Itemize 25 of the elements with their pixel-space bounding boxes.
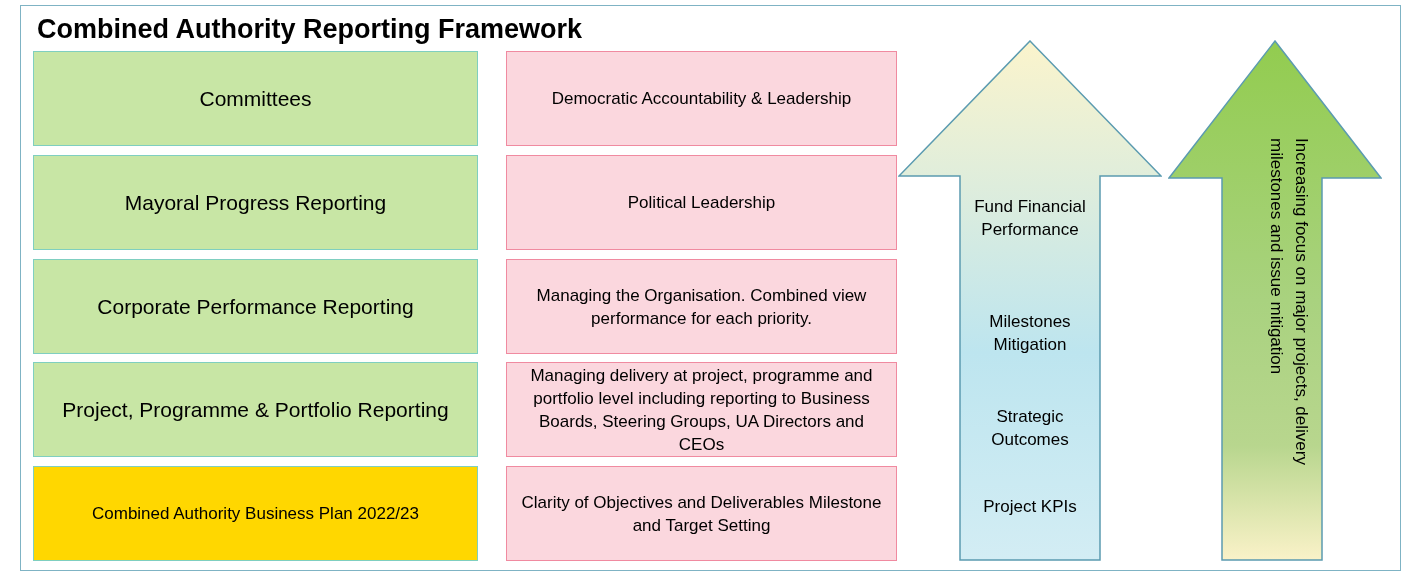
description-box xyxy=(506,155,897,250)
title: Combined Authority Reporting Framework xyxy=(37,13,583,46)
box-text: Project, Programme & Portfolio Reporting xyxy=(62,398,449,421)
box-text: Mayoral Progress Reporting xyxy=(124,191,387,214)
reporting-box xyxy=(33,466,478,561)
reporting-box xyxy=(33,51,478,146)
box-text: Political Leadership xyxy=(627,192,776,214)
box-text: Managing the Organisation. Combined view performance for each priority. xyxy=(535,284,868,330)
reporting-box xyxy=(33,362,478,457)
reporting-box xyxy=(33,155,478,250)
box-text: Clarity of Objectives and Deliverables Milestone and Target Setting xyxy=(520,491,883,537)
box-text: Committees xyxy=(199,87,312,110)
arrow-text: Fund Financial Performance xyxy=(973,196,1087,241)
box-text: Managing delivery at project, programme and portfolio level including reporting to Business Boards, Steering Groups, UA Directors and CEOs xyxy=(529,364,874,456)
arrow-text: Increasing focus on major projects, delivery milestones and issue mitigation xyxy=(1266,138,1312,467)
arrow-text: Strategic Outcomes xyxy=(990,406,1070,451)
description-box xyxy=(506,51,897,146)
arrow-text: Project KPIs xyxy=(982,496,1078,518)
arrow-text: Milestones Mitigation xyxy=(988,311,1072,356)
box-text: Democratic Accountability & Leadership xyxy=(551,88,852,110)
box-text: Corporate Performance Reporting xyxy=(97,295,414,318)
description-box xyxy=(506,259,897,354)
reporting-box xyxy=(33,259,478,354)
description-box xyxy=(506,466,897,561)
box-text: Combined Authority Business Plan 2022/23 xyxy=(92,503,419,525)
